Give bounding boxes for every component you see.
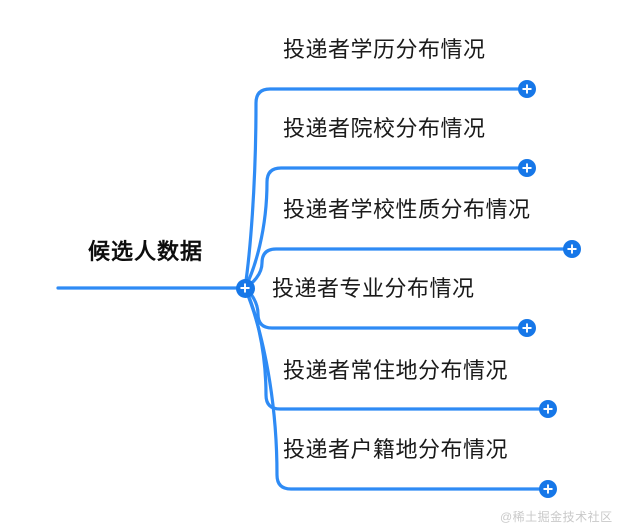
branch-line-6 [243,286,541,491]
branch-line-1 [243,87,520,290]
branch-node-label-4: 投递者专业分布情况 [272,276,475,301]
plus-icon [567,244,577,254]
plus-icon [543,484,553,494]
plus-icon [522,323,532,333]
plus-icon [522,163,532,173]
branch-node-label-2: 投递者院校分布情况 [283,116,486,141]
branch-expand-button-6[interactable] [539,480,557,498]
branch-expand-button-3[interactable] [563,240,581,258]
branch-expand-button-5[interactable] [539,400,557,418]
branch-node-label-1: 投递者学历分布情况 [283,37,486,62]
branch-node-label-5: 投递者常住地分布情况 [283,358,509,383]
branch-line-5 [243,286,541,411]
plus-icon [239,282,250,293]
plus-icon [543,404,553,414]
branch-node-label-3: 投递者学校性质分布情况 [283,197,531,222]
plus-icon [522,84,532,94]
watermark: @稀土掘金技术社区 [500,510,613,524]
branch-node-label-6: 投递者户籍地分布情况 [283,437,509,462]
root-node-label: 候选人数据 [88,239,204,264]
branch-expand-button-1[interactable] [518,80,536,98]
branch-expand-button-4[interactable] [518,319,536,337]
root-expand-button[interactable] [235,278,255,298]
branch-line-2 [243,166,520,290]
branch-expand-button-2[interactable] [518,159,536,177]
